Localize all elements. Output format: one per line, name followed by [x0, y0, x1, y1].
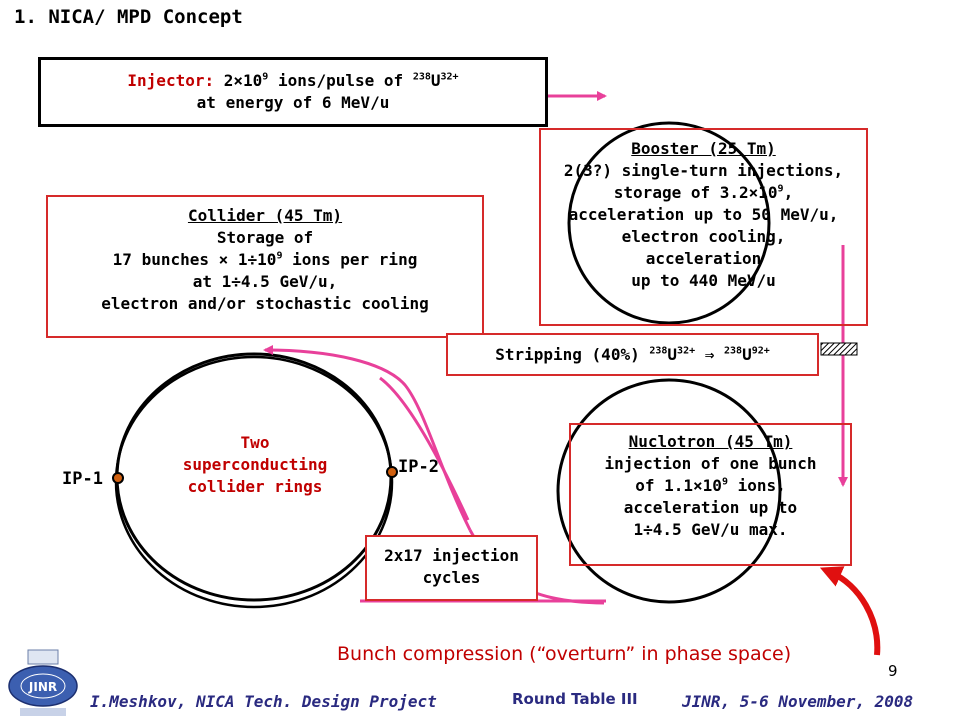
injector-line-2: at energy of 6 MeV/u: [196, 93, 390, 112]
stripping-foil: [820, 342, 858, 356]
page-title: 1. NICA/ MPD Concept: [14, 6, 243, 28]
bunch-compression-arrow: [819, 566, 881, 656]
bunch-compression-caption: Bunch compression (“overturn” in phase s…: [337, 643, 792, 665]
injector-line-1: Injector: 2×109 ions/pulse of 238U32+: [127, 71, 459, 90]
injection-cycles-line-1: 2x17 injection: [384, 546, 519, 565]
nuclotron-line-1: injection of one bunch: [604, 454, 817, 473]
collider-title: Collider (45 Tm): [187, 206, 343, 225]
page-number: 9: [888, 662, 898, 680]
nuclotron-box: Nuclotron (45 Tm) injection of one bunch…: [569, 423, 852, 566]
footer-left: I.Meshkov, NICA Tech. Design Project: [90, 692, 437, 711]
collider-line-1: Storage of: [216, 228, 314, 247]
ip1-label: IP-1: [62, 469, 103, 489]
rings-label: Two superconducting collider rings: [182, 433, 328, 496]
booster-ring: [567, 121, 771, 325]
transfer-line-branch-side: [379, 376, 470, 521]
stripping-box: Stripping (40%) 238U32+ ⇒ 238U92+: [446, 333, 819, 376]
booster-line-3: acceleration up to 50 MeV/u,: [568, 205, 839, 224]
injector-box: Injector: 2×109 ions/pulse of 238U32+ at…: [38, 57, 548, 127]
ip1-marker: [112, 472, 124, 484]
ip2-label: IP-2: [398, 457, 439, 477]
nuclotron-ring: [556, 378, 782, 604]
nuclotron-line-3: acceleration up to: [623, 498, 798, 517]
stripping-text: Stripping (40%) 238U32+ ⇒ 238U92+: [495, 345, 770, 364]
injection-cycles-box: 2x17 injection cycles: [365, 535, 538, 601]
booster-box: Booster (25 Tm) 2(3?) single-turn inject…: [539, 128, 868, 326]
ip2-marker: [386, 466, 398, 478]
booster-line-1: 2(3?) single-turn injections,: [563, 161, 844, 180]
nuclotron-title: Nuclotron (45 Tm): [628, 432, 793, 451]
nuclotron-line-2: of 1.1×109 ions,: [635, 476, 786, 495]
footer-right: JINR, 5-6 November, 2008: [682, 692, 914, 711]
booster-line-4: electron cooling,: [621, 227, 786, 246]
injector-label: Injector:: [127, 71, 215, 90]
jinr-logo: JINR: [6, 648, 80, 718]
injection-cycles-line-2: cycles: [422, 568, 481, 587]
booster-line-6: up to 440 MeV/u: [631, 271, 776, 290]
booster-line-2: storage of 3.2×109,: [613, 183, 794, 202]
collider-line-3: at 1÷4.5 GeV/u,: [192, 272, 338, 291]
footer-middle: Round Table III: [512, 690, 638, 708]
collider-box: Collider (45 Tm) Storage of 17 bunches ×…: [46, 195, 484, 338]
booster-line-5: acceleration: [645, 249, 762, 268]
jinr-logo-text: JINR: [28, 680, 57, 694]
jinr-logo-icon: JINR: [8, 649, 78, 716]
nuclotron-line-4: 1÷4.5 GeV/u max.: [633, 520, 788, 539]
collider-line-4: electron and/or stochastic cooling: [101, 294, 429, 313]
collider-line-2: 17 bunches × 1÷109 ions per ring: [112, 250, 418, 269]
booster-title: Booster (25 Tm): [631, 139, 776, 158]
